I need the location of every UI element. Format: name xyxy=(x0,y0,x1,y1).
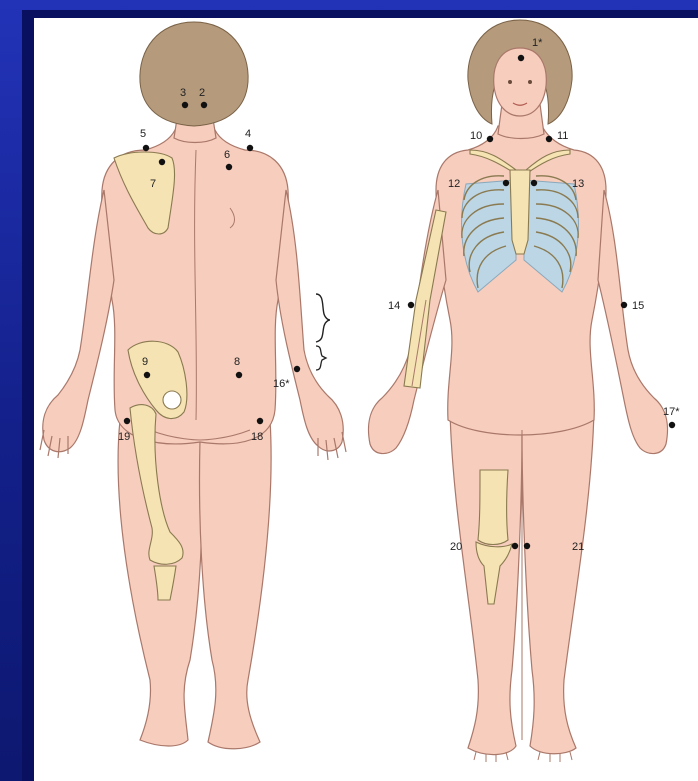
back-right-arm xyxy=(276,190,343,451)
hip-socket xyxy=(163,391,181,409)
label-6: 6 xyxy=(224,149,230,161)
point-7 xyxy=(159,159,165,165)
point-11 xyxy=(546,136,552,142)
label-7: 7 xyxy=(150,178,156,190)
label-13: 13 xyxy=(572,178,584,190)
point-3 xyxy=(182,102,188,108)
point-19 xyxy=(124,418,130,424)
front-femur-bone xyxy=(478,470,508,545)
brace-large xyxy=(316,294,330,342)
label-18: 18 xyxy=(251,431,263,443)
label-17: 17* xyxy=(663,406,680,418)
point-10 xyxy=(487,136,493,142)
point-20 xyxy=(512,543,518,549)
label-1: 1* xyxy=(532,37,543,49)
front-view-figure xyxy=(369,20,668,762)
label-14: 14 xyxy=(388,300,400,312)
point-5 xyxy=(143,145,149,151)
label-19: 19 xyxy=(118,431,130,443)
point-1 xyxy=(518,55,524,61)
front-right-arm xyxy=(598,190,668,454)
label-20: 20 xyxy=(450,541,462,553)
point-8 xyxy=(236,372,242,378)
label-21: 21 xyxy=(572,541,584,553)
back-hair xyxy=(140,22,248,126)
label-12: 12 xyxy=(448,178,460,190)
label-9: 9 xyxy=(142,356,148,368)
label-16: 16* xyxy=(273,378,290,390)
point-21 xyxy=(524,543,530,549)
point-14 xyxy=(408,302,414,308)
front-right-leg xyxy=(522,410,594,754)
point-17 xyxy=(669,422,675,428)
point-12 xyxy=(503,180,509,186)
label-4: 4 xyxy=(245,128,251,140)
label-8: 8 xyxy=(234,356,240,368)
left-eye xyxy=(508,80,512,84)
point-4 xyxy=(247,145,253,151)
label-2: 2 xyxy=(199,87,205,99)
point-9 xyxy=(144,372,150,378)
point-18 xyxy=(257,418,263,424)
label-15: 15 xyxy=(632,300,644,312)
label-5: 5 xyxy=(140,128,146,140)
back-left-arm xyxy=(43,190,114,452)
point-16 xyxy=(294,366,300,372)
label-11: 11 xyxy=(557,130,568,142)
point-6 xyxy=(226,164,232,170)
back-right-leg xyxy=(200,420,272,749)
sternum-bone xyxy=(510,170,530,254)
right-eye xyxy=(528,80,532,84)
point-15 xyxy=(621,302,627,308)
point-13 xyxy=(531,180,537,186)
brace-small xyxy=(316,346,326,370)
label-10: 10 xyxy=(470,130,482,142)
point-2 xyxy=(201,102,207,108)
back-view-figure xyxy=(40,22,346,749)
label-3: 3 xyxy=(180,87,186,99)
